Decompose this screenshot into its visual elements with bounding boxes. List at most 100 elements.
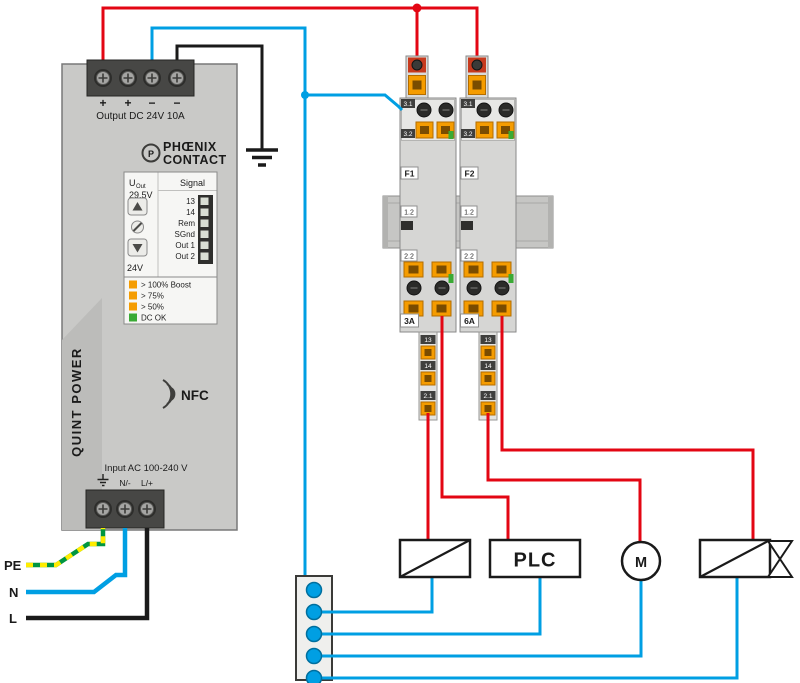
svg-text:F2: F2	[465, 169, 475, 179]
terminal-label: 3.1	[461, 99, 475, 108]
nfc-label: NFC	[181, 388, 209, 403]
distribution-terminal	[305, 669, 323, 683]
input-label: Input AC 100-240 V	[105, 463, 189, 474]
earth-symbol-icon	[97, 474, 109, 487]
signal-connector	[198, 195, 213, 264]
status-led	[448, 131, 454, 139]
n-label: N	[9, 585, 18, 600]
breaker-name-label: F1	[400, 166, 419, 180]
led-label: DC OK	[141, 314, 167, 323]
brand-monogram: P	[148, 149, 154, 159]
terminal-screw-icon	[167, 68, 187, 88]
valve-icon	[766, 540, 794, 578]
feed-terminal	[465, 55, 489, 99]
status-led	[508, 131, 514, 139]
clamp-icon	[491, 300, 512, 317]
psu-side-panel	[62, 298, 102, 530]
nfc-waves-icon	[162, 379, 176, 409]
wire-pe	[26, 528, 106, 568]
voltage-down-button	[127, 238, 148, 257]
terminal-screw-icon	[142, 68, 162, 88]
terminal-label: 1.2	[460, 205, 478, 218]
led-icon	[129, 291, 137, 300]
terminal-label: 2.1	[480, 391, 496, 400]
wire-l	[26, 528, 150, 621]
terminal-screw-icon	[118, 68, 138, 88]
terminal-label: 13	[420, 335, 436, 344]
signal-pin-label: 13	[186, 197, 195, 206]
rating-label: 6A	[460, 313, 479, 328]
screw-icon	[494, 280, 510, 296]
brand-icon	[141, 143, 161, 163]
terminal-label: 2.2	[460, 249, 478, 262]
polarity-label: +	[124, 96, 131, 110]
svg-text:14: 14	[424, 363, 432, 370]
screw-icon	[466, 280, 482, 296]
terminal-label: 13	[480, 335, 496, 344]
polarity-label: −	[173, 96, 180, 110]
adjust-potentiometer	[131, 220, 144, 234]
output-label: Output DC 24V 10A	[96, 111, 185, 122]
polarity-label: −	[148, 96, 155, 110]
svg-text:3.2: 3.2	[403, 131, 412, 138]
terminal-screw-icon	[93, 68, 113, 88]
screw-icon	[471, 59, 483, 71]
signal-pin-label: Out 2	[175, 252, 195, 261]
wire-0v-return	[150, 26, 307, 590]
distribution-terminal	[305, 647, 323, 665]
terminal-label: 2.1	[420, 391, 436, 400]
breaker-f2: 3.1 3.2 F2 1.2 2.2 6A 13 14 2.1	[459, 55, 517, 421]
terminal-screw-icon	[137, 499, 157, 519]
arrow-down-icon	[132, 244, 143, 253]
clamp-icon	[403, 261, 424, 278]
polarity-label: +	[99, 96, 106, 110]
wire-n	[26, 528, 128, 595]
distribution-terminal	[305, 625, 323, 643]
psu-display-panel: U Out 29,5V Signal 24V 13 14 Rem SGnd Ou…	[123, 171, 218, 325]
svg-text:13: 13	[484, 337, 492, 344]
svg-text:1.2: 1.2	[464, 210, 474, 217]
input-terminal-label: N/-	[119, 478, 131, 488]
coil-diagonal	[699, 539, 771, 578]
uout-label: U	[129, 178, 136, 188]
clamp-icon	[491, 261, 512, 278]
screw-icon	[411, 59, 423, 71]
terminal-label: 2.2	[400, 249, 418, 262]
screw-icon	[498, 102, 514, 118]
distribution-terminal	[305, 581, 323, 599]
signal-pin-label: Rem	[178, 219, 195, 228]
clamp-icon	[463, 261, 484, 278]
wire-return-plc	[314, 577, 542, 636]
led-label: > 50%	[141, 303, 164, 312]
terminal-screw-icon	[115, 499, 135, 519]
clamp-icon	[420, 345, 436, 360]
breaker-f1: 3.1 3.2 F1 1.2 2.2 3A 13 14 2.1	[399, 55, 457, 421]
terminal-label: 1.2	[400, 205, 418, 218]
signal-pin-label: 14	[186, 208, 195, 217]
clamp-icon	[431, 261, 452, 278]
clamp-icon	[480, 371, 496, 386]
load-feed-wiring	[426, 316, 755, 542]
svg-text:F1: F1	[405, 169, 415, 179]
wire-return-motor	[314, 580, 643, 658]
led-icon	[129, 313, 137, 322]
arrow-up-icon	[132, 202, 143, 211]
wire-f2-to-motor	[486, 413, 642, 542]
clamp-icon	[420, 401, 436, 416]
led-label: > 75%	[141, 292, 164, 301]
voltage-up-button	[127, 197, 148, 216]
wire-24v-positive-rail	[101, 6, 479, 62]
plc-label: PLC	[514, 550, 557, 572]
terminal-label: 3.2	[401, 129, 415, 138]
svg-text:2.1: 2.1	[423, 393, 432, 400]
mains-input-wiring: PE N L	[4, 528, 150, 626]
svg-text:14: 14	[484, 363, 492, 370]
rating-label: 3A	[400, 313, 419, 328]
led-icon	[129, 280, 137, 289]
junction-dot	[412, 3, 422, 13]
clamp-icon	[431, 300, 452, 317]
led-label: > 100% Boost	[141, 281, 192, 290]
svg-text:3.2: 3.2	[463, 131, 472, 138]
nfc-logo: NFC	[162, 379, 209, 409]
